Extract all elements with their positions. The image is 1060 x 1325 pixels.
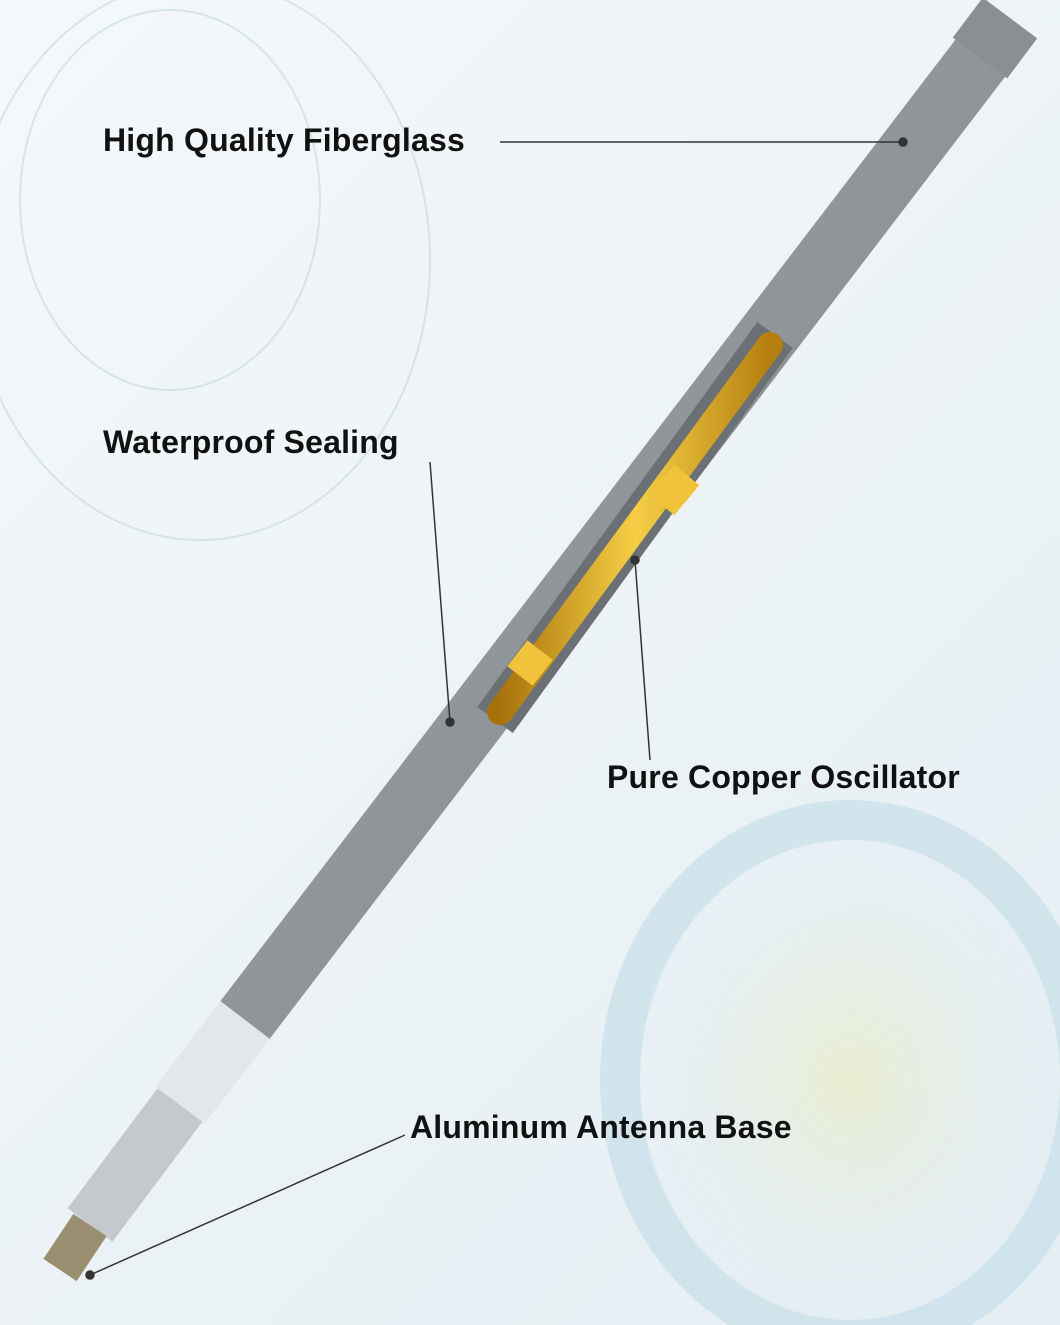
callout-dot — [445, 717, 455, 727]
label-waterproof-sealing: Waterproof Sealing — [103, 424, 399, 460]
callout-dot — [898, 137, 908, 147]
callout-line-sealing — [429, 461, 451, 723]
label-copper-oscillator: Pure Copper Oscillator — [607, 759, 960, 795]
callout-line-base — [89, 1134, 406, 1276]
callout-dot — [630, 555, 640, 565]
copper-oscillator — [487, 332, 783, 725]
label-fiberglass: High Quality Fiberglass — [103, 122, 466, 158]
oscillator-joint — [649, 464, 700, 516]
n-connector — [43, 1213, 107, 1282]
tube-cap — [952, 0, 1038, 79]
label-aluminum-base: Aluminum Antenna Base — [410, 1109, 792, 1145]
callout-dot — [85, 1270, 95, 1280]
oscillator-joint — [507, 640, 553, 686]
base-sleeve — [155, 1001, 270, 1124]
callout-line-oscillator — [634, 559, 651, 761]
aluminum-base — [67, 1088, 203, 1242]
